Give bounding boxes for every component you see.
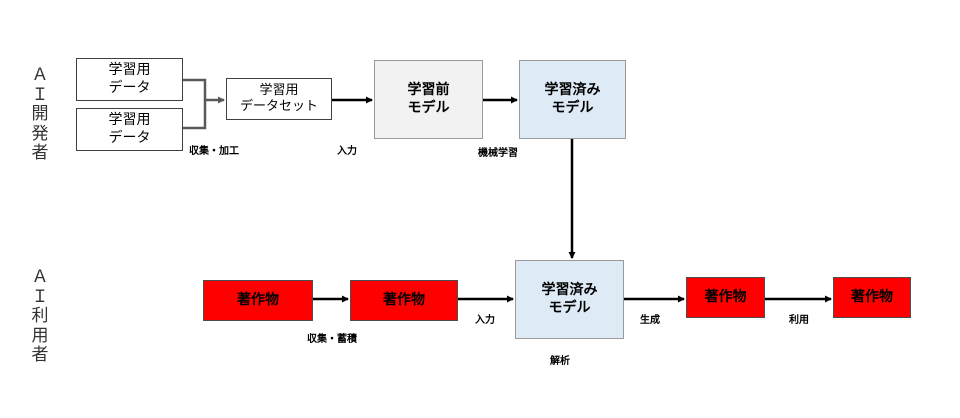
trained-model-box-developer: 学習済み モデル (519, 60, 626, 139)
step-label-collect-store: 収集・蓄積 (307, 334, 357, 345)
row-label-ai-user: Ａ Ｉ 利 用 者 (31, 267, 49, 366)
step-label-input-user: 入力 (475, 315, 495, 326)
copyrighted-work-box-4: 著作物 (833, 277, 911, 318)
pretrained-model-box: 学習前 モデル (374, 60, 483, 139)
step-label-machine-learning: 機械学習 (478, 148, 518, 159)
row-label-ai-developer: Ａ Ｉ 開 発 者 (31, 65, 49, 164)
step-label-generate: 生成 (640, 315, 660, 326)
step-label-input-developer: 入力 (337, 146, 357, 157)
step-label-analysis: 解析 (550, 356, 570, 367)
training-dataset-box: 学習用 データセット (226, 78, 332, 120)
copyrighted-work-box-3: 著作物 (686, 277, 765, 318)
copyrighted-work-box-2: 著作物 (350, 280, 458, 321)
training-data-box-2: 学習用 データ (76, 108, 183, 151)
step-label-collect-process: 収集・加工 (189, 146, 239, 157)
trained-model-box-user: 学習済み モデル (515, 260, 624, 339)
step-label-use: 利用 (789, 315, 809, 326)
training-data-box-1: 学習用 データ (76, 58, 183, 101)
copyrighted-work-box-1: 著作物 (203, 280, 313, 321)
merge-connector (183, 78, 207, 130)
